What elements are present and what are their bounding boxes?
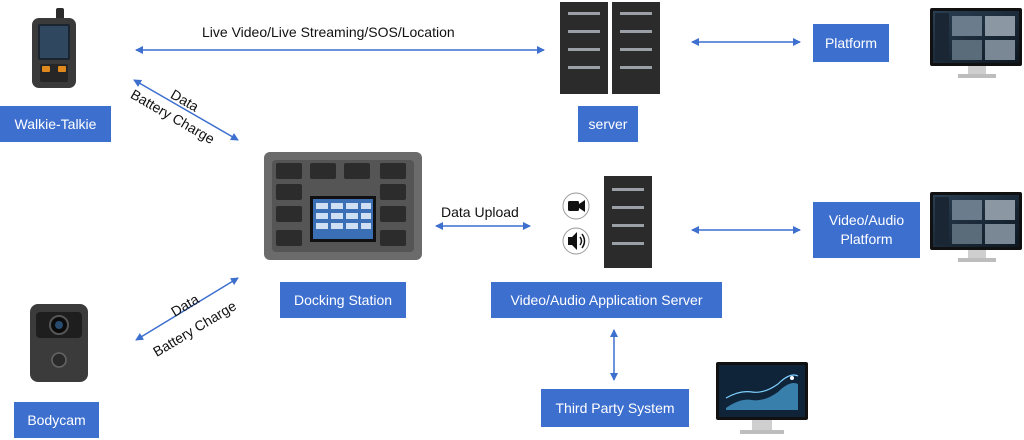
arrow-bodycam-dock (135, 277, 239, 341)
bodycam-image (30, 304, 88, 382)
av-platform-label-line1: Video/Audio (828, 212, 905, 229)
third-party-monitor-image (716, 362, 808, 434)
platform-label: Platform (824, 34, 878, 51)
platform-node: Platform (813, 24, 889, 62)
server-node: server (578, 106, 638, 142)
third-party-label: Third Party System (555, 399, 675, 416)
av-platform-label-line2: Platform (840, 231, 893, 247)
bodycam-label: Bodycam (27, 411, 86, 428)
arrow-walkie-dock (133, 79, 239, 141)
live-stream-label: Live Video/Live Streaming/SOS/Location (202, 24, 455, 40)
docking-station-label: Docking Station (293, 291, 393, 308)
third-party-node: Third Party System (541, 389, 689, 427)
upload-label: Data Upload (441, 204, 519, 220)
docking-station-image (264, 152, 422, 260)
av-server-node: Video/Audio Application Server (491, 282, 722, 318)
av-platform-monitor-image (930, 192, 1022, 262)
server-rack-image (560, 2, 660, 94)
platform-monitor-image (930, 8, 1022, 78)
av-server-label: Video/Audio Application Server (510, 291, 703, 308)
server-label: server (588, 115, 628, 132)
av-platform-node: Video/Audio Platform (813, 202, 920, 258)
av-server-rack-image (604, 176, 652, 268)
bodycam-node: Bodycam (14, 402, 99, 438)
walkie-talkie-image (32, 8, 76, 88)
walkie-talkie-node: Walkie-Talkie (0, 106, 111, 142)
speaker-icon (562, 227, 590, 255)
video-camera-icon (562, 192, 590, 220)
docking-station-node: Docking Station (280, 282, 406, 318)
walkie-talkie-label: Walkie-Talkie (14, 115, 97, 132)
